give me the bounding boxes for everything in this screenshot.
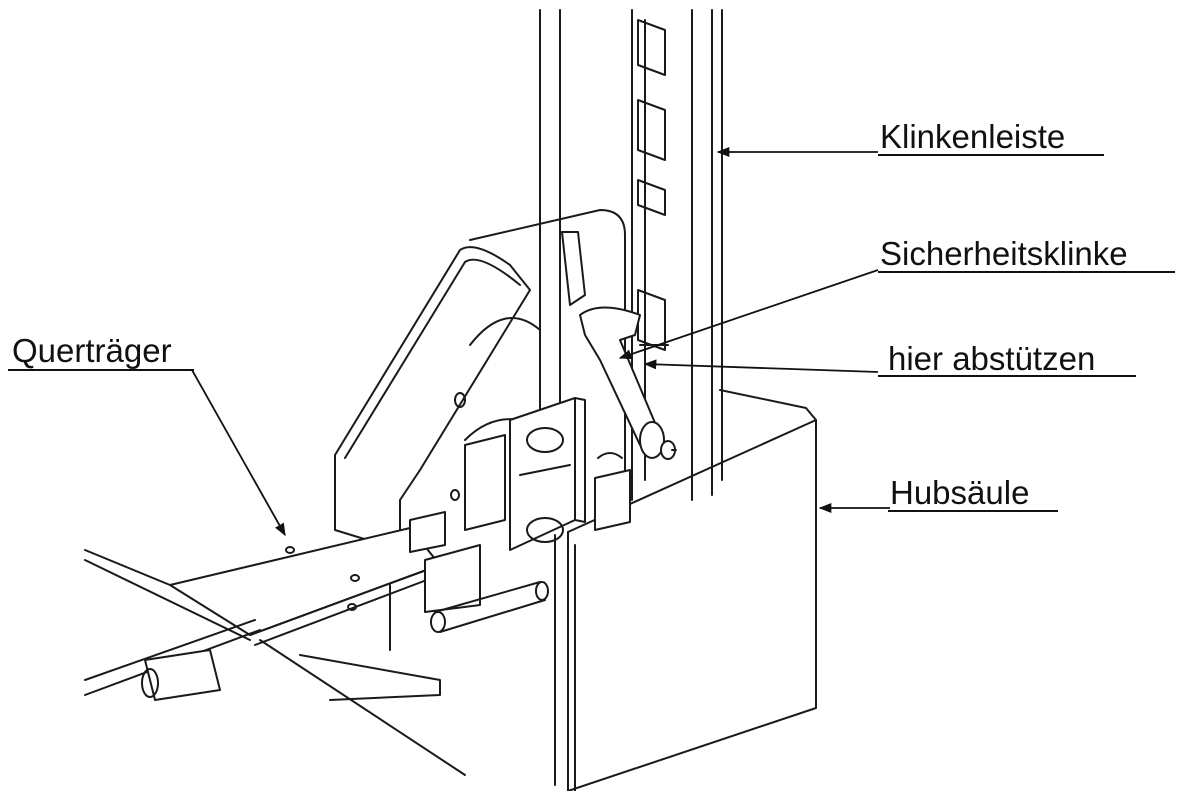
- label-quertraeger: Querträger: [12, 332, 172, 369]
- label-hubsaeule: Hubsäule: [890, 474, 1030, 511]
- pin-rod: [430, 581, 549, 633]
- label-klinkenleiste: Klinkenleiste: [880, 118, 1066, 155]
- small-block: [464, 434, 631, 531]
- leader-sicherheitsklinke: [618, 269, 879, 360]
- underline-sicherheitsklinke: [878, 271, 1175, 273]
- connector-box: [409, 511, 481, 613]
- clamp-block: [509, 397, 586, 551]
- leader-quertraeger: [191, 369, 286, 537]
- lower-frame: [84, 549, 466, 776]
- underline-quertraeger: [8, 369, 194, 371]
- gusset: [561, 231, 586, 306]
- safety-latch: [579, 306, 677, 460]
- underline-hier-abstuetzen: [878, 375, 1136, 377]
- back-plate: [469, 209, 626, 471]
- cross-beam: [169, 527, 441, 646]
- underline-hubsaeule: [888, 510, 1058, 512]
- label-hier-abstuetzen: hier abstützen: [888, 340, 1096, 377]
- leader-hier-abstuetzen: [643, 359, 879, 373]
- underline-klinkenleiste: [878, 154, 1104, 156]
- label-sicherheitsklinke: Sicherheitsklinke: [880, 235, 1128, 272]
